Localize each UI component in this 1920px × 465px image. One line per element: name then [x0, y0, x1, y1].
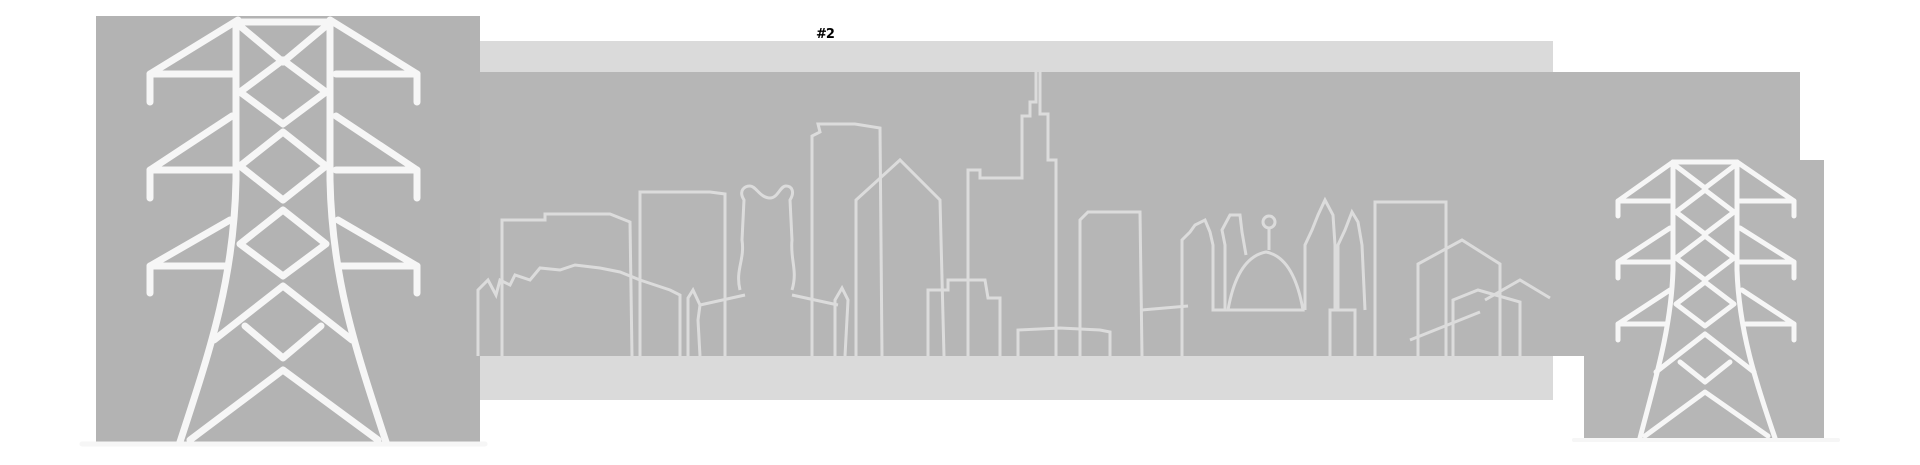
bottom-band — [480, 356, 1553, 400]
skyline-panel — [420, 72, 1800, 356]
caption-label: #2 — [816, 27, 835, 42]
top-band — [480, 41, 1553, 72]
